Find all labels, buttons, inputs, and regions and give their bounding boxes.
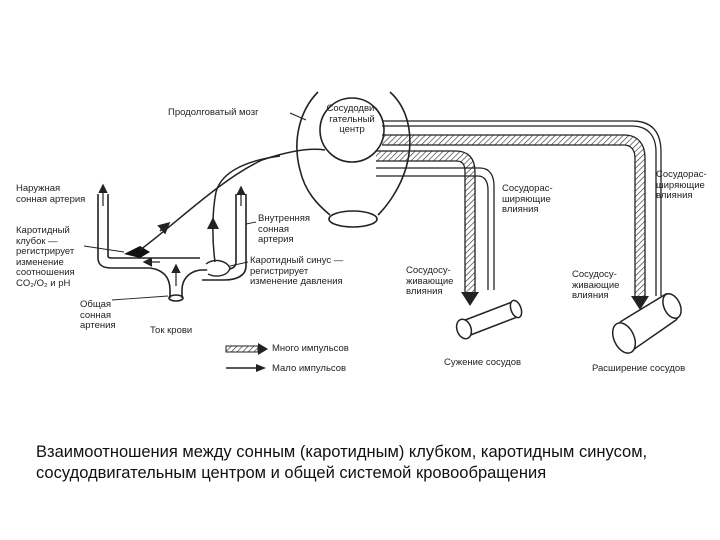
label-carotid-sinus: Каротидный синус — регистрирует изменени… (250, 255, 344, 287)
label-common-carotid: Общая сонная артения (80, 299, 116, 331)
medulla-pointer (289, 112, 307, 121)
label-vasomotor-center: Сосудодви- гательный центр (326, 103, 378, 135)
carotid-sinus-bulge (205, 259, 231, 277)
afferent-nerve-carotid-body (139, 148, 326, 251)
afferent-nerve-carotid-sinus (212, 155, 281, 263)
label-vasoconstrictor-right: Сосудосу- живающие влияния (572, 269, 620, 301)
constricted-vessel-cylinder (455, 299, 523, 340)
label-vasodilator-right: Сосудорас- ширяющие влияния (656, 169, 707, 201)
label-external-carotid: Наружная сонная артерия (16, 183, 86, 205)
legend-few-impulses-arrow (226, 364, 266, 372)
nerve-arrowhead-1 (157, 222, 171, 235)
efferent-pathway-vasodilation (382, 135, 645, 300)
pointer-common-carotid (111, 295, 169, 301)
diagram-canvas (83, 91, 682, 372)
label-legend-many: Много импульсов (272, 343, 349, 354)
arrowhead-vasodilation (631, 296, 649, 310)
carotid-body-shape (124, 246, 150, 258)
label-blood-flow: Ток крови (150, 325, 193, 336)
label-carotid-body: Каротидный клубок — регистрирует изменен… (16, 225, 75, 289)
pointer-carotid-sinus (229, 261, 249, 267)
label-legend-few: Мало импульсов (272, 363, 347, 374)
label-medulla: Продолговатый мозг (168, 107, 259, 118)
arrowhead-vasoconstriction (461, 292, 479, 306)
pointer-internal-carotid (245, 221, 257, 225)
efferent-pathway-mid (376, 167, 495, 290)
label-vasodilator-mid: Сосудорас- ширяющие влияния (502, 183, 553, 215)
vasomotor-center-circle (319, 97, 385, 163)
legend-many-impulses-arrow (225, 343, 268, 355)
dilated-vessel-cylinder (611, 292, 682, 354)
carotid-arteries (97, 194, 247, 302)
figure-caption: Взаимоотношения между сонным (каротидным… (36, 443, 648, 482)
pointer-carotid-body (83, 245, 125, 253)
label-vasoconstrictor-left: Сосудосу- живающие влияния (406, 265, 454, 297)
label-internal-carotid: Внутренняя сонная артерия (258, 213, 311, 245)
efferent-pathway-vasoconstriction (376, 151, 475, 296)
label-vasoconstriction: Сужение сосудов (444, 357, 522, 368)
label-vasodilation: Расширение сосудов (592, 363, 686, 374)
